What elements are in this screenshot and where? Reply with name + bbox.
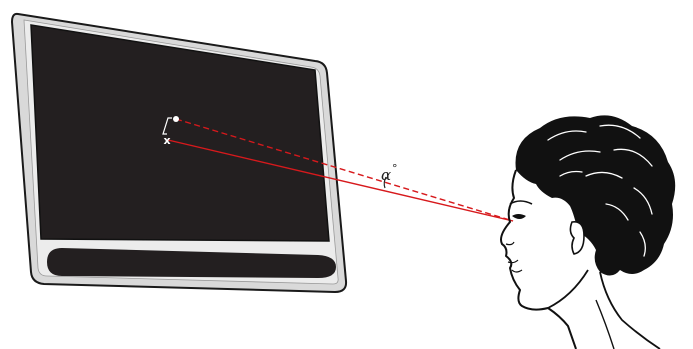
ear <box>570 222 584 254</box>
neck-line <box>596 300 614 349</box>
target-x-marker: x <box>164 134 171 147</box>
angle-degree-symbol: ° <box>392 162 398 175</box>
jaw-neck <box>548 270 660 349</box>
nostril <box>506 242 514 245</box>
head-illustration <box>501 115 675 349</box>
monitor <box>12 14 346 292</box>
eye <box>512 214 526 219</box>
gaze-point-marker <box>173 116 179 122</box>
angle-label: α <box>381 166 391 184</box>
hair <box>516 115 676 275</box>
eyebrow <box>510 201 532 204</box>
